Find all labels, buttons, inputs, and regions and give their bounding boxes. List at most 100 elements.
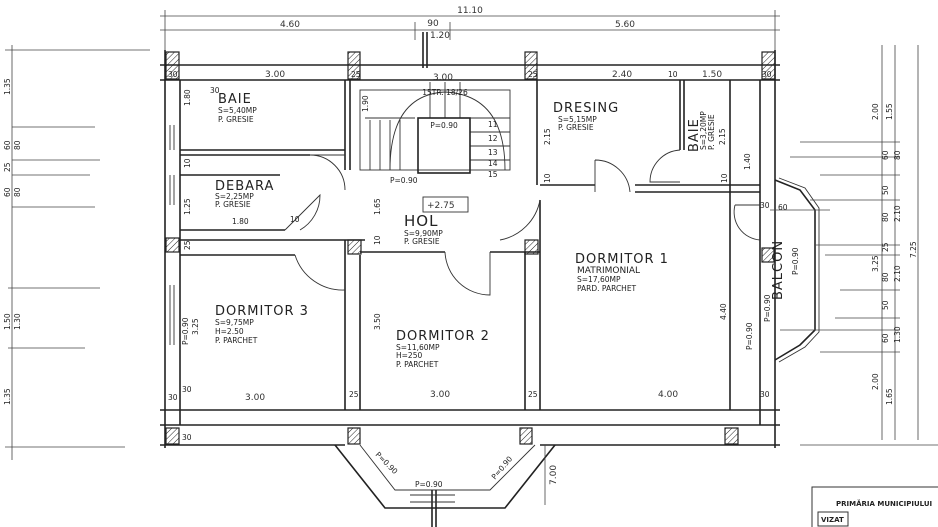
- dim: 1.25: [183, 198, 192, 215]
- step-number: 12: [488, 134, 498, 143]
- room-area: S=3,20MP: [699, 111, 708, 150]
- dim: 2.40: [612, 70, 632, 80]
- bay-parapet: P=0.90: [415, 480, 443, 489]
- dim: 25: [881, 242, 890, 252]
- dim: 2.00: [871, 373, 880, 390]
- level-mark: +2.75: [427, 201, 455, 211]
- staircase: 15TR. 18/26 3.00 P=0.90 11 12 13 14 15: [359, 73, 511, 179]
- dim: P=0.90: [181, 317, 190, 345]
- dim: 1.80: [183, 89, 192, 106]
- interior-walls: [180, 80, 760, 410]
- room-area: S=5,15MP: [558, 115, 597, 124]
- dim: 10: [668, 70, 678, 79]
- left-dimensions: 1.35 60 80 25 60 80 1.50 1.30 1.35: [3, 45, 150, 460]
- dim: 60: [881, 150, 890, 160]
- dim: 25: [528, 70, 538, 79]
- top-dimensions: 11.10 4.60 90 1.20 5.60: [160, 6, 780, 68]
- room-floor: P. GRESIE: [558, 123, 594, 132]
- dim: 10: [543, 173, 552, 183]
- bay-window: P=0.90 P=0.90 P=0.90 7.00: [334, 444, 559, 527]
- dim: 80: [13, 187, 22, 197]
- dim: 30: [762, 70, 772, 79]
- bay-parapet: P=0.90: [490, 454, 515, 481]
- room-balcon-name: BALCON: [771, 240, 786, 300]
- stamp-line: VIZAT: [821, 516, 844, 524]
- dim: 60: [3, 140, 12, 150]
- room-area: S=9,75MP: [215, 318, 254, 327]
- dim: 7.25: [909, 241, 918, 258]
- dim: 30: [168, 393, 178, 402]
- dim: 1.65: [885, 388, 894, 405]
- dim: 25: [183, 240, 192, 250]
- room-floor: P. PARCHET: [215, 336, 258, 345]
- dim: 3.50: [373, 313, 382, 330]
- room-dormitor-1: DORMITOR 1 MATRIMONIAL S=17,60MP PARD. P…: [575, 252, 669, 293]
- dim: 30: [760, 390, 770, 399]
- approval-stamp: PRIMĂRIA MUNICIPIULUI VIZAT: [811, 486, 938, 527]
- dim: 60: [881, 333, 890, 343]
- dim: 25: [349, 390, 359, 399]
- room-floor: P. GRESIE: [215, 200, 251, 209]
- room-floor: P. GRESIE: [218, 115, 254, 124]
- dim-total: 11.10: [457, 6, 483, 16]
- dim: 2.15: [543, 128, 552, 145]
- room-debara: DEBARA S=2,25MP P. GRESIE: [215, 179, 274, 209]
- dim-mid2: 1.20: [430, 31, 450, 41]
- dim: P=0.90: [763, 294, 772, 322]
- dim-left: 4.60: [280, 20, 300, 30]
- step-number: 15: [488, 170, 498, 179]
- room-name: BAIE: [218, 92, 252, 107]
- dim: 30: [210, 86, 220, 95]
- dim: 1.80: [232, 217, 249, 226]
- dim: 50: [881, 185, 890, 195]
- room-height: H=250: [396, 351, 422, 360]
- room-floor: PARD. PARCHET: [577, 284, 637, 293]
- stamp-line: PRIMĂRIA MUNICIPIULUI: [836, 499, 932, 508]
- dim: 60: [3, 187, 12, 197]
- dim: 80: [881, 212, 890, 222]
- room-name: HOL: [404, 212, 438, 230]
- dim: 1.35: [3, 78, 12, 95]
- dim: 1.90: [361, 95, 370, 112]
- dim: 3.00: [265, 70, 285, 80]
- dim: 3.25: [191, 318, 200, 335]
- room-dormitor-3: DORMITOR 3 S=9,75MP H=2.50 P. PARCHET: [215, 304, 308, 345]
- dim: 25: [351, 70, 361, 79]
- inner-dimensions: 30 3.00 25 25 2.40 10 1.50 30 30 3.00 25…: [168, 70, 788, 442]
- dim: 1.35: [3, 388, 12, 405]
- dim: 10: [720, 173, 729, 183]
- room-labels: BAIE S=5,40MP P. GRESIE DEBARA S=2,25MP …: [215, 92, 716, 369]
- dim: 3.00: [430, 390, 450, 400]
- dim: 2.10: [893, 265, 902, 282]
- doors: [284, 149, 761, 296]
- dim: 80: [881, 272, 890, 282]
- dim: 4.00: [658, 390, 678, 400]
- dim: 1.65: [373, 198, 382, 215]
- step-number: 14: [488, 159, 498, 168]
- dim: 4.40: [719, 303, 728, 320]
- room-dormitor-2: DORMITOR 2 S=11,60MP H=250 P. PARCHET: [396, 329, 490, 369]
- dim: 80: [13, 140, 22, 150]
- stairs-parapet: P=0.90: [430, 121, 458, 130]
- dim: 1.55: [885, 103, 894, 120]
- balcony: BALCON P=0.90: [770, 177, 830, 363]
- room-subtitle: MATRIMONIAL: [577, 266, 640, 276]
- room-area: S=9,90MP: [404, 229, 443, 238]
- room-dresing: DRESING S=5,15MP P. GRESIE: [553, 101, 618, 132]
- dim: 10: [373, 235, 382, 245]
- room-name: DEBARA: [215, 179, 274, 194]
- step-number: 13: [488, 148, 498, 157]
- room-area: S=17,60MP: [577, 275, 621, 284]
- room-balcon-parapet: P=0.90: [791, 247, 800, 275]
- dim-mid: 90: [427, 19, 439, 29]
- room-name: DORMITOR 2: [396, 329, 490, 344]
- outer-walls: [160, 50, 780, 448]
- room-area: S=5,40MP: [218, 106, 257, 115]
- dim: 80: [893, 150, 902, 160]
- stairs-width: 3.00: [433, 73, 453, 83]
- room-height: H=2.50: [215, 327, 244, 336]
- room-name: DORMITOR 1: [575, 252, 669, 267]
- dim: 1.40: [743, 153, 752, 170]
- room-name: BAIE: [687, 118, 702, 152]
